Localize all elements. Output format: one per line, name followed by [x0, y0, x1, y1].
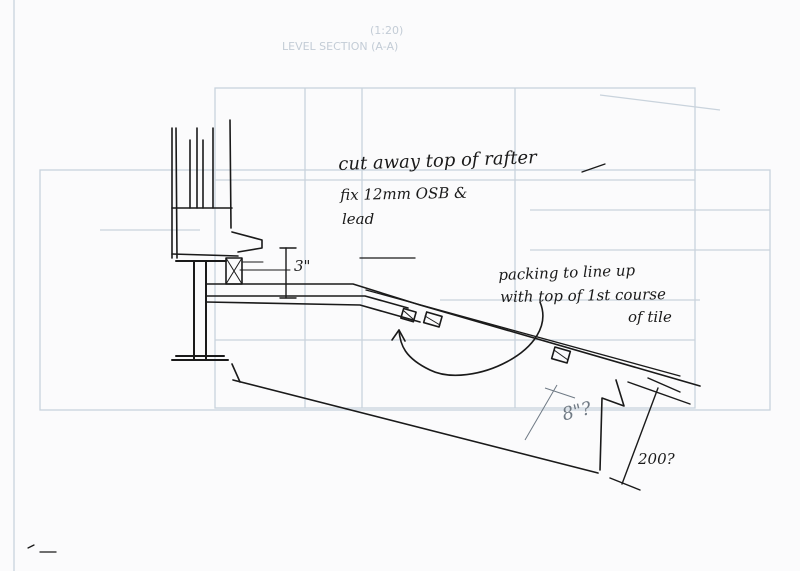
- annotation-marks: [27, 163, 606, 553]
- dimension-label-rafter: 200?: [638, 450, 675, 468]
- ghost-sheet-ref: (1:20): [370, 24, 404, 37]
- note-fix-osb: fix 12mm OSB &: [340, 183, 468, 204]
- step-dimension: [279, 247, 297, 299]
- wall-plate: [225, 257, 243, 285]
- ghost-heading: LEVEL SECTION (A-A): [282, 40, 399, 53]
- note-packing-line-2: with top of 1st course: [500, 285, 667, 306]
- dimension-label-step: 3": [294, 257, 311, 275]
- tile-battens: [400, 307, 572, 364]
- note-lead: lead: [342, 210, 375, 228]
- masonry-wall: [171, 119, 263, 259]
- steel-beam: [171, 260, 229, 361]
- note-packing-line-3: of tile: [628, 308, 672, 326]
- rafter-soffit: [231, 363, 625, 474]
- depth-estimate-dimension: [524, 384, 576, 441]
- packing-arrow: [391, 301, 544, 376]
- rafter-depth-dimension: [609, 377, 691, 491]
- rafter-lines: [205, 261, 701, 387]
